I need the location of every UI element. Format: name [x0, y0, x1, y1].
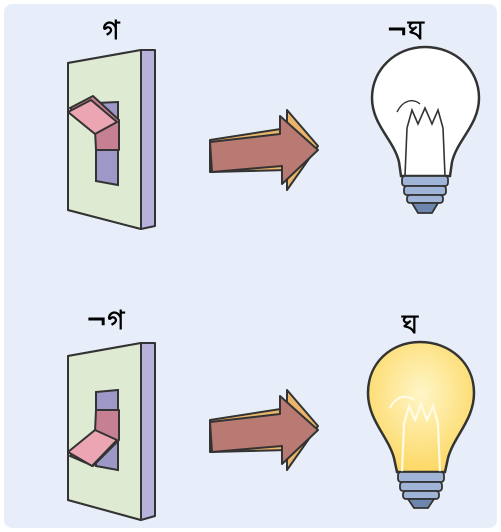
bulb-off	[372, 47, 479, 213]
switch-bottom	[68, 343, 155, 520]
bulb-on	[368, 342, 474, 508]
switch-top	[68, 50, 155, 229]
bulb-base-top	[402, 176, 448, 213]
bulb-base-bottom	[398, 472, 444, 508]
arrow-top	[210, 110, 318, 190]
arrow-bottom	[210, 390, 318, 470]
